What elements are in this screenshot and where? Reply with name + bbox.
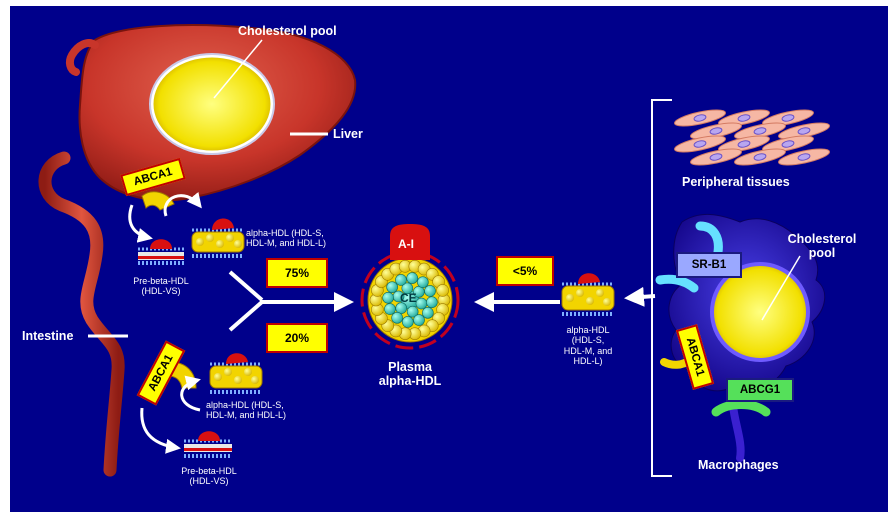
tissue-cell (674, 109, 726, 127)
plasma-core-dot (415, 297, 428, 310)
plasma-core-dot (384, 303, 396, 315)
hdl-particle-liver-alpha (191, 218, 245, 258)
tissue-cell (778, 148, 830, 166)
plasma-core-dot (391, 312, 403, 324)
plasma-core-dot (401, 282, 414, 295)
tissue-cell (734, 148, 786, 166)
tissue-cell (690, 122, 742, 140)
label-macrophages: Macrophages (698, 458, 779, 472)
percent-75-box: 75% (266, 258, 328, 288)
tissue-cell (674, 135, 726, 153)
plasma-core-dot (426, 296, 438, 308)
label-prebeta-hdl-intestine: Pre-beta-HDL (HDL-VS) (181, 466, 237, 487)
abcg1-badge: ABCG1 (726, 378, 794, 402)
plasma-core-dot (402, 316, 414, 328)
hdl-particle-intestine-alpha (209, 353, 263, 394)
peripheral-tissue-cells (674, 109, 830, 166)
label-alpha-hdl-periph: alpha-HDL (HDL-S, HDL-M, and HDL-L) (563, 325, 613, 367)
plasma-core-dot (424, 285, 436, 297)
arrow-intestine-1 (180, 375, 201, 412)
plasma-core-dot (382, 292, 394, 304)
label-cholesterol-pool-macro: Cholesterol pool (787, 232, 857, 261)
plasma-core-dot (395, 274, 407, 286)
plasma-core-dot (406, 272, 418, 284)
arrow-merge-top (228, 270, 264, 302)
srb1-badge: SR-B1 (676, 252, 742, 278)
label-liver: Liver (333, 127, 363, 141)
label-plasma-alpha-hdl: Plasma alpha-HDL (378, 360, 442, 389)
plasma-hdl-particle (360, 224, 460, 350)
leader-macro-pool (761, 255, 801, 321)
plasma-core-dot (406, 305, 419, 318)
label-peripheral-tissues: Peripheral tissues (682, 175, 790, 189)
label-alpha-hdl-intestine: alpha-HDL (HDL-S, HDL-M, and HDL-L) (206, 400, 287, 421)
macrophage-cell (655, 214, 826, 462)
percent-lt5-box: <5% (496, 256, 554, 286)
plasma-core-dot (395, 302, 407, 314)
arrow-merge-bottom (228, 300, 264, 332)
plasma-core-dot (386, 281, 398, 293)
label-ce: CE (400, 291, 417, 305)
intestine-tube (38, 151, 125, 477)
tissue-cell (718, 135, 770, 153)
hdl-particle-intestine-prebeta (184, 431, 232, 458)
arrow-liver-2 (163, 191, 202, 217)
percent-20-box: 20% (266, 323, 328, 353)
label-prebeta-hdl-liver: Pre-beta-HDL (HDL-VS) (133, 276, 189, 297)
tissue-cell (778, 122, 830, 140)
label-alpha-hdl-liver: alpha-HDL (HDL-S, HDL-M, and HDL-L) (246, 228, 327, 249)
leader-cholesterol-pool (213, 39, 263, 99)
plasma-lipid-dot (436, 284, 449, 297)
plasma-core-dot (413, 314, 425, 326)
hdl-particle-liver-prebeta (138, 239, 184, 265)
bracket (651, 99, 672, 477)
plasma-core-dot (422, 307, 434, 319)
label-apo-ai: A-I (398, 237, 414, 251)
label-intestine: Intestine (22, 329, 74, 343)
tissue-cell (762, 109, 814, 127)
tissue-cell (762, 135, 814, 153)
tissue-cell (718, 109, 770, 127)
plasma-core-dot (417, 276, 429, 288)
arrow-intestine-2 (140, 407, 181, 454)
tissue-cell (690, 148, 742, 166)
arrow-from-macrophage (624, 286, 656, 307)
label-cholesterol-pool-liver: Cholesterol pool (238, 24, 337, 38)
arrow-liver-1 (128, 204, 153, 243)
liver-organ (65, 24, 357, 202)
hdl-particle-periph (561, 273, 615, 316)
plasma-core-dot (413, 286, 425, 298)
